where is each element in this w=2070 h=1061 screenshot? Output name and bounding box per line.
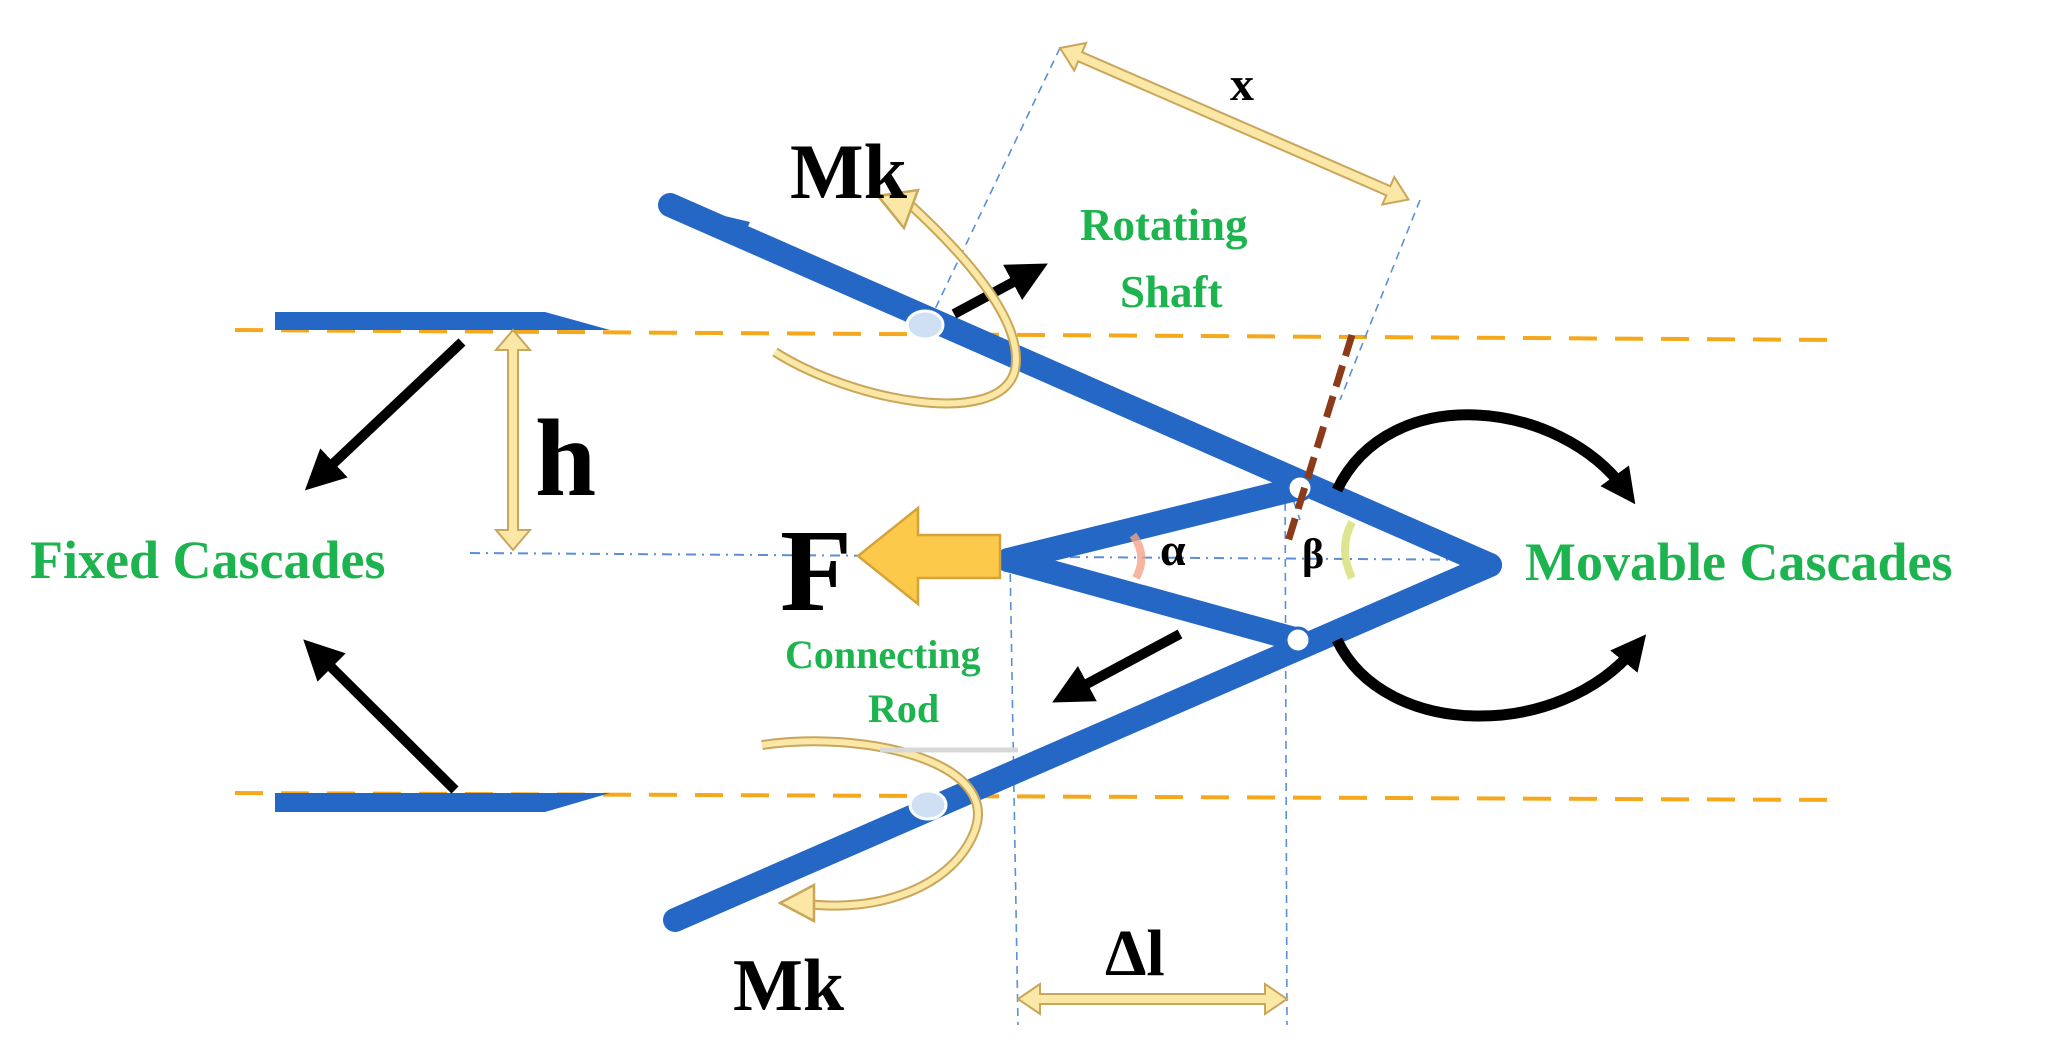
dimension-delta-l-arrow [1016,982,1289,1016]
fixed-arrow-top [304,338,466,491]
rod-joint-lower [1284,626,1312,654]
lower-guide-line [234,791,1846,802]
movable-blade-upper [658,193,1502,577]
movable-blade-lower [663,553,1502,932]
fixed-cascades-label: Fixed Cascades [30,530,385,590]
rotating-shaft-pivot-lower [908,789,948,821]
delta-l-label: Δl [1105,917,1165,990]
movable-blade-lower-tip [668,880,758,925]
dimension-x-arrow [1058,41,1411,206]
fixed-blade-bottom [275,793,610,812]
movable-blade-upper-tip [670,203,750,240]
rotating-shaft-pivot-upper [905,309,945,341]
mk-moment-arrow-top [772,188,1022,409]
movable-curve-arrow-bottom [1332,634,1647,722]
mk-moment-arrow-bottom [761,736,983,924]
angle-alpha-label: α [1160,524,1186,575]
brown-dashed-line [1282,333,1356,550]
fixed-arrow-bottom [303,639,459,794]
mk-label-bottom: Mk [733,945,845,1027]
upper-guide-line [234,328,1846,342]
dimension-h-arrow [493,328,533,552]
center-line [469,552,1501,561]
rotating-shaft-label-line1: Rotating [1080,200,1248,250]
connecting-rod-label-line1: Connecting [785,632,981,677]
movable-curve-arrow-top [1332,409,1636,505]
movable-cascades-label: Movable Cascades [1525,532,1952,592]
distance-x-label: x [1230,58,1254,111]
force-label: F [780,505,852,636]
connecting-rod-lower [996,548,1310,652]
mk-label-top: Mk [790,128,908,215]
connecting-rod-upper [996,476,1312,572]
connecting-rod-label-line2: Rod [868,686,939,731]
angle-beta-arc [1341,520,1356,580]
angle-beta-label: β [1302,532,1324,578]
height-label: h [535,397,596,519]
connecting-rod-arrow [1052,629,1183,703]
force-arrow [855,505,1002,607]
rotating-shaft-label-line2: Shaft [1120,267,1223,317]
fixed-blade-top [275,312,610,330]
angle-alpha-arc [1129,532,1146,580]
